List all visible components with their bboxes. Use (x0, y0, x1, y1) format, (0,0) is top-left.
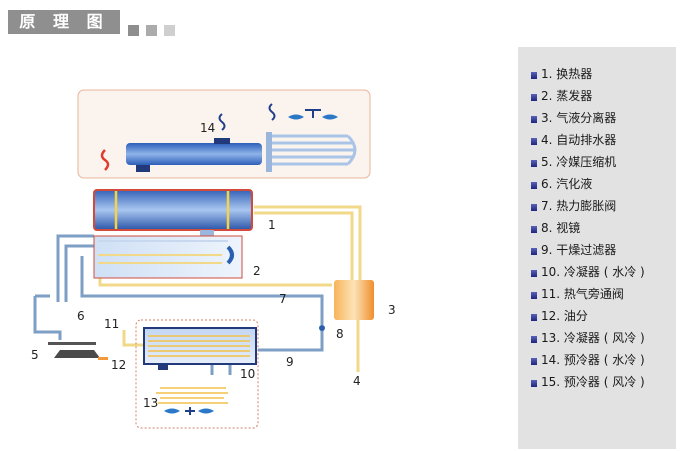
sight-glass (319, 325, 325, 331)
heat-icon (100, 149, 110, 171)
accent-square (128, 25, 139, 36)
callout-12: 12 (111, 358, 126, 372)
refrigerant-pipes (33, 234, 324, 375)
heat-exchanger (93, 189, 253, 231)
callout-1: 1 (268, 218, 276, 232)
legend-item-label: 12. 油分 (541, 309, 588, 323)
legend-item: 10. 冷凝器 ( 水冷 ) (531, 261, 645, 283)
bullet-icon (531, 336, 537, 343)
legend-item: 9. 干燥过滤器 (531, 239, 645, 261)
bullet-icon (531, 292, 537, 299)
legend-item: 8. 视镜 (531, 217, 645, 239)
legend-item: 15. 预冷器 ( 风冷 ) (531, 371, 645, 393)
accent-square (146, 25, 157, 36)
bullet-icon (531, 116, 537, 123)
legend-item: 2. 蒸发器 (531, 85, 645, 107)
refrigeration-diagram: 1 2 3 4 5 6 7 8 9 10 11 12 13 14 (31, 89, 396, 429)
callout-5: 5 (31, 348, 39, 362)
page-title: 原 理 图 (19, 12, 109, 31)
cold-flow-icon (218, 113, 226, 131)
air-pipes (98, 205, 362, 372)
legend-item: 12. 油分 (531, 305, 645, 327)
legend-item: 5. 冷媒压缩机 (531, 151, 645, 173)
fan-icon (164, 408, 180, 414)
cold-flow-icon (268, 103, 276, 121)
fan-icon (198, 408, 214, 414)
callout-4: 4 (353, 374, 361, 388)
legend-item: 3. 气液分离器 (531, 107, 645, 129)
legend-item-label: 7. 热力膨胀阀 (541, 199, 617, 213)
legend-item-label: 5. 冷媒压缩机 (541, 155, 617, 169)
compressor (48, 342, 96, 345)
legend-item-label: 13. 冷凝器 ( 风冷 ) (541, 331, 645, 345)
legend-item-label: 15. 预冷器 ( 风冷 ) (541, 375, 645, 389)
fan-icon (322, 114, 338, 120)
bullet-icon (531, 94, 537, 101)
title-bar (8, 10, 120, 34)
legend-item-label: 9. 干燥过滤器 (541, 243, 617, 257)
air-precooler-coil (266, 132, 357, 172)
precooler-nozzle (214, 138, 230, 144)
legend-item-label: 14. 预冷器 ( 水冷 ) (541, 353, 645, 367)
bullet-icon (531, 182, 537, 189)
bullet-icon (531, 72, 537, 79)
legend-item-label: 11. 热气旁通阀 (541, 287, 624, 301)
bullet-icon (531, 226, 537, 233)
bullet-icon (531, 358, 537, 365)
bullet-icon (531, 160, 537, 167)
callout-3: 3 (388, 303, 396, 317)
legend-item-label: 4. 自动排水器 (541, 133, 617, 147)
gas-liquid-separator (334, 280, 374, 320)
legend-item: 14. 预冷器 ( 水冷 ) (531, 349, 645, 371)
callout-8: 8 (336, 327, 344, 341)
callout-6: 6 (77, 309, 85, 323)
legend-item-label: 6. 汽化液 (541, 177, 593, 191)
bullet-icon (531, 248, 537, 255)
callout-13: 13 (143, 396, 158, 410)
bullet-icon (531, 270, 537, 277)
condenser-frame (135, 319, 259, 429)
legend-item: 11. 热气旁通阀 (531, 283, 645, 305)
callout-10: 10 (240, 367, 255, 381)
precooler-foot (136, 165, 150, 172)
callout-2: 2 (253, 264, 261, 278)
callout-7: 7 (279, 292, 287, 306)
water-precooler-vessel (126, 143, 262, 165)
callout-9: 9 (286, 355, 294, 369)
bullet-icon (531, 204, 537, 211)
accent-square (164, 25, 175, 36)
callout-11: 11 (104, 317, 119, 331)
legend-list: 1. 换热器 2. 蒸发器 3. 气液分离器 4. 自动排水器 5. 冷媒压缩机 6. 汽… (531, 63, 645, 393)
legend-item: 1. 换热器 (531, 63, 645, 85)
legend-item-label: 1. 换热器 (541, 67, 593, 81)
condenser-coil (148, 335, 250, 357)
callout-14: 14 (200, 121, 215, 135)
evaporator (93, 235, 243, 279)
fan-icon (288, 114, 304, 120)
bullet-icon (531, 138, 537, 145)
legend-item: 6. 汽化液 (531, 173, 645, 195)
bullet-icon (531, 314, 537, 321)
legend-item-label: 3. 气液分离器 (541, 111, 617, 125)
bullet-icon (531, 380, 537, 387)
legend-item: 7. 热力膨胀阀 (531, 195, 645, 217)
legend-item: 13. 冷凝器 ( 风冷 ) (531, 327, 645, 349)
air-condenser-coil (156, 387, 228, 404)
legend-item-label: 10. 冷凝器 ( 水冷 ) (541, 265, 645, 279)
legend-item-label: 8. 视镜 (541, 221, 581, 235)
legend-panel (518, 47, 676, 449)
legend-item: 4. 自动排水器 (531, 129, 645, 151)
legend-item-label: 2. 蒸发器 (541, 89, 593, 103)
